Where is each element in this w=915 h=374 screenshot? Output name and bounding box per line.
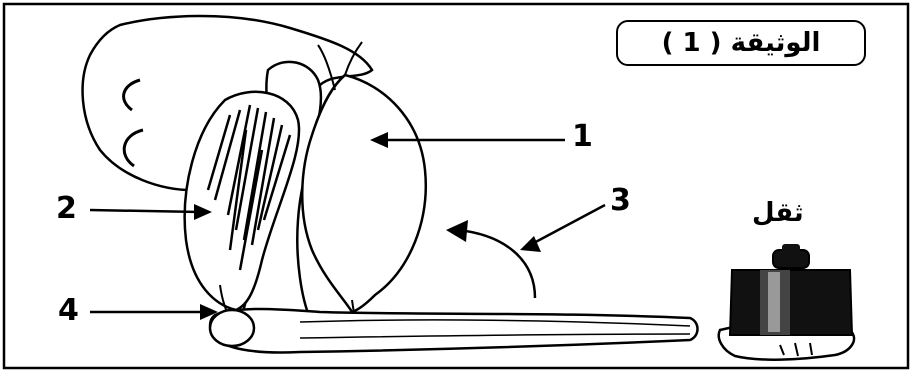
biceps-muscle <box>302 75 426 312</box>
document-title-box: الوثيقة ( 1 ) <box>616 20 866 66</box>
label-4: 4 <box>58 296 79 326</box>
document-title: الوثيقة ( 1 ) <box>662 28 821 58</box>
label-3: 3 <box>610 186 631 216</box>
elbow-joint <box>210 310 254 346</box>
weight-label: ثقل <box>752 198 804 228</box>
movement-arc <box>458 230 535 298</box>
forearm-bone <box>210 309 697 353</box>
arrow-3-line <box>530 205 605 245</box>
weight-icon <box>730 244 852 335</box>
arrow-3-head <box>520 236 541 252</box>
movement-arc-arrowhead <box>446 220 468 242</box>
label-2: 2 <box>56 194 77 224</box>
label-1: 1 <box>572 122 593 152</box>
